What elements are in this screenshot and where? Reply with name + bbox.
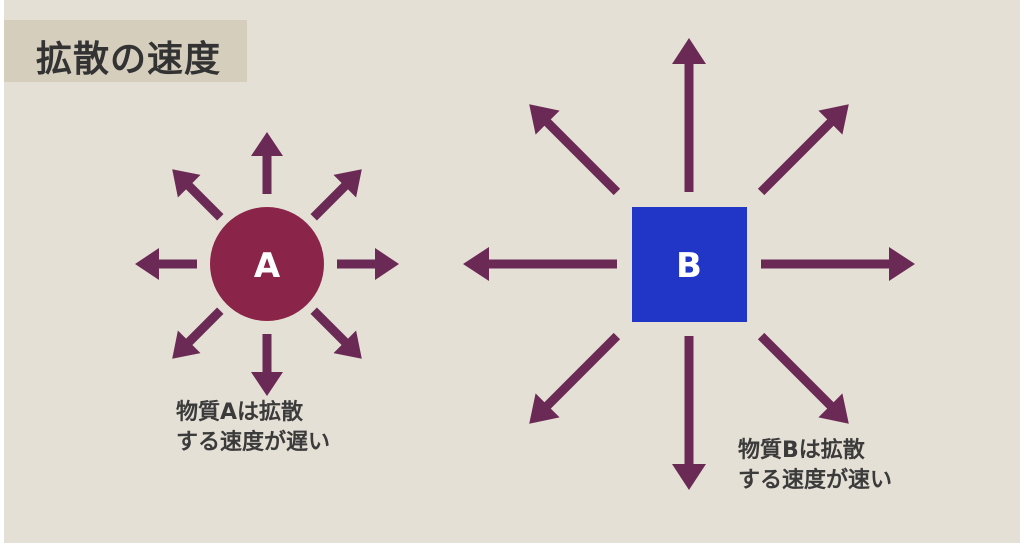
arrow-b-n — [672, 38, 706, 192]
caption-b-line2: する速度が速い — [738, 468, 893, 493]
caption-a-line2: する速度が遅い — [176, 430, 331, 455]
arrows-substance-a — [135, 132, 399, 396]
diffusion-diagram: A B — [135, 38, 915, 490]
substance-b-square — [632, 207, 747, 322]
arrow-b-ne — [757, 104, 849, 196]
arrow-a-n — [251, 132, 283, 194]
arrow-b-w — [463, 247, 617, 281]
caption-substance-a: 物質Aは拡散 する速度が遅い — [176, 398, 330, 458]
diagram-canvas: 拡散の速度 A B 物質Aは拡散 する速度が遅い 物質Bは拡散 する速度が速い — [4, 0, 1020, 543]
arrows-substance-b — [463, 38, 915, 490]
arrow-a-ne — [310, 169, 362, 221]
page-title: 拡散の速度 — [36, 39, 222, 80]
arrow-a-e — [337, 248, 399, 280]
caption-b-line1: 物質Bは拡散 — [738, 438, 865, 463]
arrow-b-nw — [529, 104, 621, 196]
caption-substance-b: 物質Bは拡散 する速度が速い — [738, 436, 892, 496]
arrow-b-sw — [529, 332, 621, 424]
arrow-b-se — [757, 332, 849, 424]
arrow-a-se — [310, 307, 362, 359]
caption-a-line1: 物質Aは拡散 — [176, 400, 304, 425]
arrow-b-s — [672, 336, 706, 490]
substance-a-label: A — [254, 246, 281, 286]
arrow-b-e — [761, 247, 915, 281]
arrow-a-w — [135, 248, 197, 280]
substance-b-label: B — [676, 246, 702, 286]
arrow-a-s — [251, 334, 283, 396]
title-box: 拡散の速度 — [4, 20, 247, 82]
arrow-a-sw — [172, 307, 224, 359]
arrow-a-nw — [172, 169, 224, 221]
substance-a-circle — [210, 207, 324, 321]
